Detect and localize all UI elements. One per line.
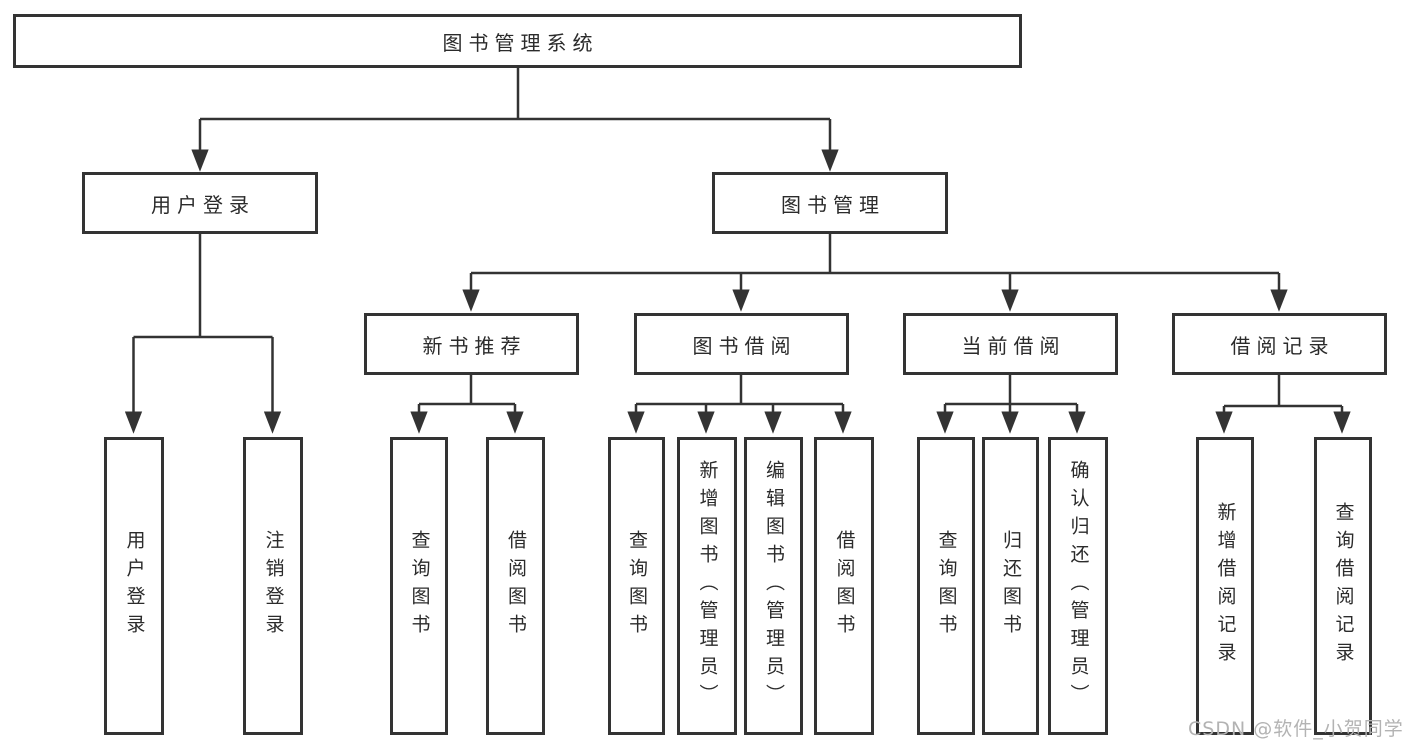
- node-label: 新增借阅记录: [1214, 502, 1237, 670]
- node-book-management: 图书管理: [712, 172, 948, 234]
- node-label: 查询借阅记录: [1332, 502, 1355, 670]
- node-borrowing-records: 借阅记录: [1172, 313, 1387, 375]
- leaf-logout: 注销登录: [243, 437, 303, 735]
- node-book-borrowing: 图书借阅: [634, 313, 849, 375]
- leaf-query-books-recommend: 查询图书: [390, 437, 448, 735]
- node-label: 查询图书: [408, 530, 431, 642]
- node-label: 图书借阅: [692, 333, 797, 358]
- node-label: 图书管理: [781, 192, 885, 217]
- node-label: 当前借阅: [961, 333, 1066, 358]
- node-new-book-recommendation: 新书推荐: [364, 313, 579, 375]
- node-label: 借阅图书: [833, 530, 856, 642]
- leaf-query-borrow-record: 查询借阅记录: [1314, 437, 1372, 735]
- node-label: 归还图书: [1000, 530, 1022, 642]
- leaf-add-borrow-record: 新增借阅记录: [1196, 437, 1254, 735]
- node-label: 借阅记录: [1230, 333, 1335, 358]
- node-label: 新增图书（管理员）: [696, 460, 719, 712]
- leaf-user-login: 用户登录: [104, 437, 164, 735]
- node-label: 用户登录: [151, 192, 255, 217]
- leaf-borrow-books-recommend: 借阅图书: [486, 437, 545, 735]
- node-label: 新书推荐: [422, 333, 527, 358]
- node-label: 注销登录: [262, 530, 285, 642]
- leaf-query-books-borrowing: 查询图书: [608, 437, 665, 735]
- node-library-management-system: 图书管理系统: [13, 14, 1022, 68]
- node-label: 确认归还（管理员）: [1067, 460, 1090, 712]
- node-user-login: 用户登录: [82, 172, 318, 234]
- node-label: 查询图书: [626, 530, 648, 642]
- leaf-return-books: 归还图书: [982, 437, 1039, 735]
- leaf-confirm-return-admin: 确认归还（管理员）: [1048, 437, 1108, 735]
- leaf-edit-book-admin: 编辑图书（管理员）: [744, 437, 803, 735]
- leaf-add-book-admin: 新增图书（管理员）: [677, 437, 737, 735]
- node-label: 用户登录: [123, 530, 146, 642]
- node-label: 编辑图书（管理员）: [763, 460, 785, 712]
- csdn-watermark: CSDN @软件_小贺同学: [1188, 718, 1404, 740]
- leaf-query-books-current: 查询图书: [917, 437, 975, 735]
- node-label: 借阅图书: [505, 530, 527, 642]
- node-label: 查询图书: [935, 530, 958, 642]
- leaf-borrow-books-borrowing: 借阅图书: [814, 437, 874, 735]
- node-current-borrowing: 当前借阅: [903, 313, 1118, 375]
- node-label: 图书管理系统: [442, 30, 599, 55]
